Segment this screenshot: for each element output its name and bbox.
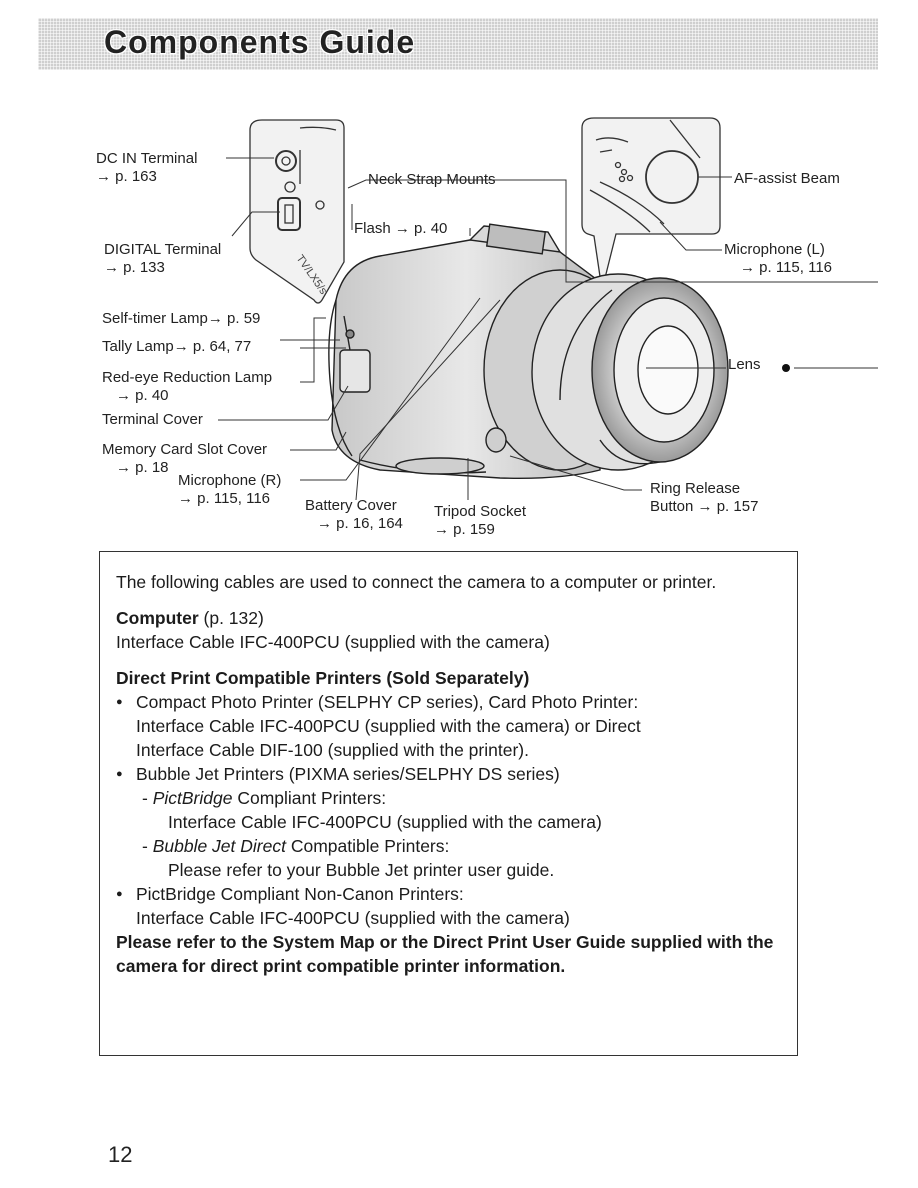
front-callout (581, 117, 721, 291)
label-battery-cover: Battery Cover→ p. 16, 164 (305, 497, 403, 532)
intro-text: The following cables are used to connect… (116, 572, 717, 592)
terminal-callout: TV/LX5/s (249, 119, 345, 304)
direct-print-heading: Direct Print Compatible Printers (Sold S… (116, 668, 530, 688)
sub-bubble-jet-guide: Please refer to your Bubble Jet printer … (168, 860, 555, 880)
label-flash: Flash → p. 40 (354, 220, 448, 237)
label-tally: Tally Lamp→ p. 64, 77 (102, 338, 252, 355)
label-mic-l: Microphone (L)→ p. 115, 116 (724, 241, 833, 276)
label-neck-strap: Neck Strap Mounts (368, 171, 496, 188)
label-terminal-cover: Terminal Cover (102, 411, 203, 428)
sub-pictbridge-cable: Interface Cable IFC-400PCU (supplied wit… (168, 812, 602, 832)
camera-diagram: TV/LX5/s (0, 0, 918, 560)
cable-info-box: The following cables are used to connect… (99, 551, 798, 1056)
label-mic-r: Microphone (R)→ p. 115, 116 (178, 472, 282, 507)
bullet-compact-printer: Compact Photo Printer (SELPHY CP series)… (116, 690, 781, 714)
bullet-compact-line2: Interface Cable IFC-400PCU (supplied wit… (136, 716, 641, 736)
label-lens: Lens (728, 356, 761, 373)
label-memory-card: Memory Card Slot Cover→ p. 18 (102, 441, 268, 476)
label-af-assist: AF-assist Beam (734, 170, 840, 187)
sub-bubble-jet-direct: - Bubble Jet Direct Compatible Printers: (142, 836, 450, 856)
camera-illustration: TV/LX5/s (218, 117, 878, 501)
label-self-timer: Self-timer Lamp→ p. 59 (102, 310, 261, 327)
lens-barrel (483, 269, 729, 471)
computer-heading: Computer (p. 132) (116, 608, 264, 628)
page-title: Components Guide (104, 24, 416, 60)
title-banner: Components Guide (38, 18, 878, 70)
label-red-eye: Red-eye Reduction Lamp→ p. 40 (102, 369, 273, 404)
lens-marker-dot (782, 364, 790, 372)
label-digital-terminal: DIGITAL Terminal→ p. 133 (104, 241, 222, 276)
bullet-bubble-jet: Bubble Jet Printers (PIXMA series/SELPHY… (116, 762, 781, 786)
page-number: 12 (108, 1142, 133, 1167)
sub-pictbridge: - PictBridge Compliant Printers: (142, 788, 387, 808)
bullet-non-canon: PictBridge Compliant Non-Canon Printers: (116, 882, 781, 906)
bullet-non-canon-cable: Interface Cable IFC-400PCU (supplied wit… (136, 908, 570, 928)
system-map-note: Please refer to the System Map or the Di… (116, 932, 774, 976)
leader-lines (218, 157, 878, 501)
bullet-compact-line3: Interface Cable DIF-100 (supplied with t… (136, 740, 529, 760)
computer-cable: Interface Cable IFC-400PCU (supplied wit… (116, 632, 550, 652)
label-tripod: Tripod Socket→ p. 159 (434, 503, 526, 538)
label-dc-in: DC IN Terminal→ p. 163 (96, 150, 198, 185)
